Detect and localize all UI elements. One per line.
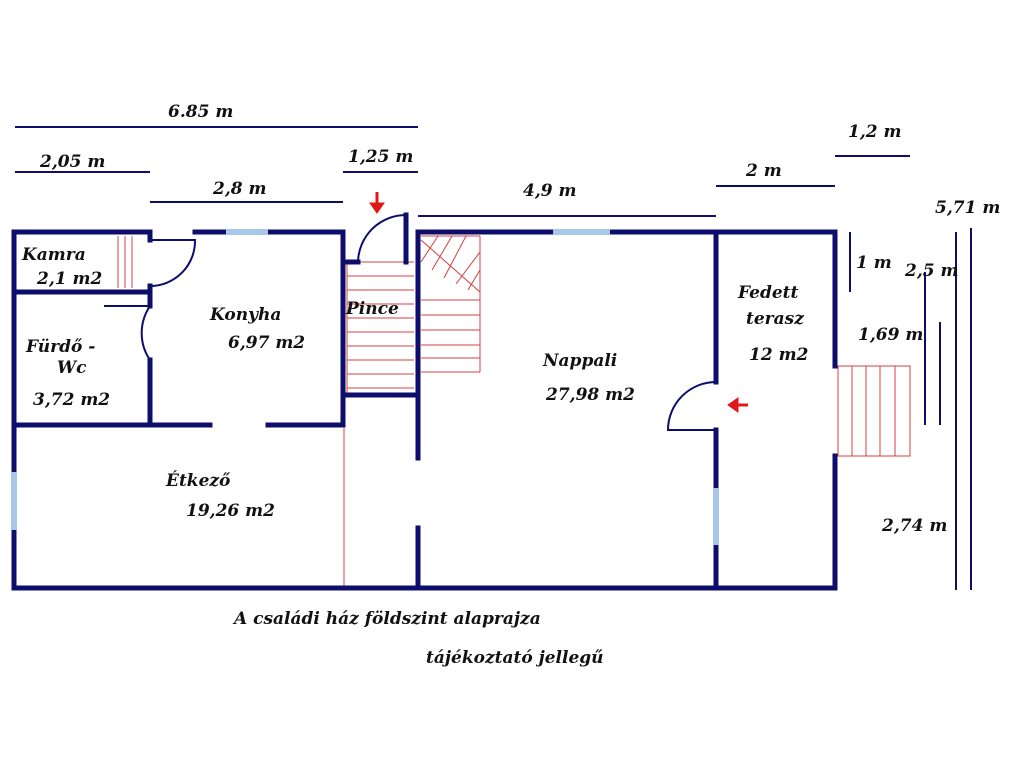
label-total-depth: 5,71 m [935,198,1000,218]
dimension-labels: 6.85 m 2,05 m 1,25 m 2,8 m 4,9 m 2 m 1,2… [39,102,1000,536]
nappali-stairs [420,235,481,373]
windows [11,229,719,545]
label-nappali-width: 4,9 m [523,181,576,201]
label-1-69m: 1,69 m [858,325,923,345]
room-labels: Kamra 2,1 m2 Fürdő - Wc 3,72 m2 Konyha 6… [21,245,809,521]
caption: A családi ház földszint alaprajza tájéko… [232,609,604,668]
room-kamra-area: 2,1 m2 [36,269,102,289]
label-1m: 1 m [856,253,892,273]
label-terasz-width: 2 m [745,161,782,181]
caption-line-1: A családi ház földszint alaprajza [232,609,541,629]
room-konyha-name: Konyha [209,305,281,325]
terasz-entry-arrow-icon [727,397,748,413]
caption-line-2: tájékoztató jellegű [426,648,604,668]
room-konyha-area: 6,97 m2 [228,333,305,353]
room-etkezo-name: Étkező [165,470,231,491]
room-pince-name: Pince [345,299,399,319]
room-nappali-name: Nappali [542,351,617,371]
room-furdo-name-2: Wc [57,358,87,378]
label-steps-width: 1,2 m [848,122,901,142]
room-furdo-name-1: Fürdő - [25,337,95,357]
label-pince-width: 1,25 m [348,147,413,167]
doors [104,214,717,431]
pince-stairs [346,261,414,395]
room-terasz-name-1: Fedett [737,283,799,303]
walls [11,212,838,591]
label-kamra-width: 2,05 m [39,152,105,172]
terrace-steps [837,365,911,457]
label-2-5m: 2,5 m [904,261,958,281]
entry-arrows [369,192,748,413]
room-kamra-name: Kamra [21,245,86,265]
room-terasz-name-2: terasz [746,309,804,329]
room-furdo-area: 3,72 m2 [33,390,110,410]
dimension-lines [15,126,972,590]
room-nappali-area: 27,98 m2 [545,385,635,405]
room-etkezo-area: 19,26 m2 [186,501,275,521]
kamra-stairs [117,236,133,288]
label-konyha-width: 2,8 m [212,179,266,199]
pince-entry-arrow-icon [369,192,385,214]
room-terasz-area: 12 m2 [749,345,809,365]
label-total-width: 6.85 m [168,102,233,122]
label-2-74m: 2,74 m [881,516,947,536]
